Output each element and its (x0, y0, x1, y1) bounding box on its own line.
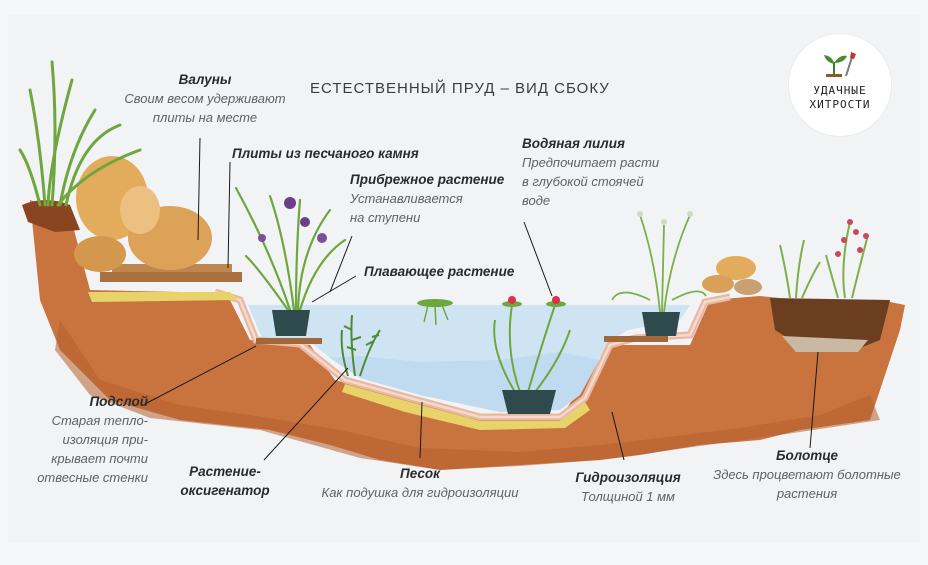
label-marginal-line-2: на ступени (350, 210, 421, 225)
oxygenator-plant (340, 314, 381, 377)
label-waterlily-line-2: в глубокой стоячей (522, 174, 644, 189)
sand-layer (342, 384, 590, 430)
boulder-right-1 (716, 256, 756, 280)
step-right (604, 336, 668, 342)
marginal-basket (272, 310, 310, 336)
label-marginal: Прибрежное растение Устанавливается на с… (350, 170, 504, 227)
label-underlay-title: Подслой (89, 394, 148, 409)
label-boulders-line-2: плиты на месте (152, 110, 258, 125)
sand-top-strip (88, 292, 238, 302)
label-liner-title: Гидроизоляция (575, 470, 681, 485)
label-boulders-title: Валуны (178, 72, 232, 87)
lily-basket (502, 390, 556, 414)
diagram-title: ЕСТЕСТВЕННЫЙ ПРУД – ВИД СБОКУ (310, 80, 610, 97)
label-waterlily-line-1: Предпочитает расти (522, 155, 660, 170)
label-liner-line-1: Толщиной 1 мм (581, 489, 675, 504)
logo-line-1: УДАЧНЫЕ (813, 84, 867, 97)
soil-mass (30, 200, 905, 470)
label-waterlily: Водяная лилия Предпочитает расти в глубо… (522, 134, 659, 210)
brand-logo: УДАЧНЫЕ ХИТРОСТИ (789, 34, 891, 136)
label-floating-title: Плавающее растение (364, 264, 515, 279)
label-underlay-line-1: Старая тепло- (51, 413, 148, 428)
label-marginal-line-1: Устанавливается (350, 191, 463, 206)
leader-lines (144, 137, 819, 461)
step-left (256, 338, 322, 344)
bog-flowers (835, 219, 869, 257)
right-basket (642, 312, 680, 336)
water-lily (493, 296, 571, 414)
boulder-right-2 (702, 275, 734, 293)
boulder-3 (74, 236, 126, 272)
label-sand-line-1: Как подушка для гидроизоляции (321, 485, 519, 500)
label-slabs: Плиты из песчаного камня (232, 144, 419, 163)
reed-grass (18, 60, 142, 207)
bog-plants (779, 221, 869, 299)
label-floating: Плавающее растение (364, 262, 514, 281)
label-waterlily-title: Водяная лилия (522, 136, 625, 151)
boulder-right-3 (734, 279, 762, 295)
label-sand: Песок Как подушка для гидроизоляции (310, 464, 530, 502)
boulder-4 (120, 186, 160, 234)
label-slabs-title: Плиты из песчаного камня (232, 146, 419, 161)
label-sand-title: Песок (400, 466, 440, 481)
label-oxygenator-title-2: оксигенатор (180, 483, 270, 498)
marginal-plant (234, 186, 347, 336)
label-liner: Гидроизоляция Толщиной 1 мм (568, 468, 688, 506)
logo-line-2: ХИТРОСТИ (809, 98, 871, 111)
shelf-plant-right (611, 211, 707, 336)
bog-soil (770, 298, 890, 348)
label-marginal-title: Прибрежное растение (350, 172, 505, 187)
label-boulders: Валуны Своим весом удерживают плиты на м… (120, 70, 290, 127)
label-underlay-line-3: крывает почти (51, 451, 148, 466)
label-oxygenator: Растение- оксигенатор (175, 462, 275, 500)
bog-gravel (782, 336, 868, 352)
label-underlay: Подслой Старая тепло- изоляция при- крыв… (28, 392, 148, 487)
label-oxygenator-title: Растение- (189, 464, 261, 479)
label-underlay-line-4: отвесные стенки (37, 470, 148, 485)
label-bog-line-2: растения (776, 486, 838, 501)
floating-plant (417, 299, 453, 326)
label-bog-title: Болотце (776, 448, 838, 463)
label-boulders-line-1: Своим весом удерживают (124, 91, 286, 106)
label-waterlily-line-3: воде (522, 193, 551, 208)
label-bog: Болотце Здесь процветают болотные растен… (712, 446, 902, 503)
label-underlay-line-2: изоляция при- (62, 432, 148, 447)
left-bank-edge (22, 200, 80, 232)
sprout-shovel-icon (824, 52, 856, 77)
label-bog-line-1: Здесь процветают болотные (713, 467, 901, 482)
sandstone-slab (100, 272, 242, 282)
